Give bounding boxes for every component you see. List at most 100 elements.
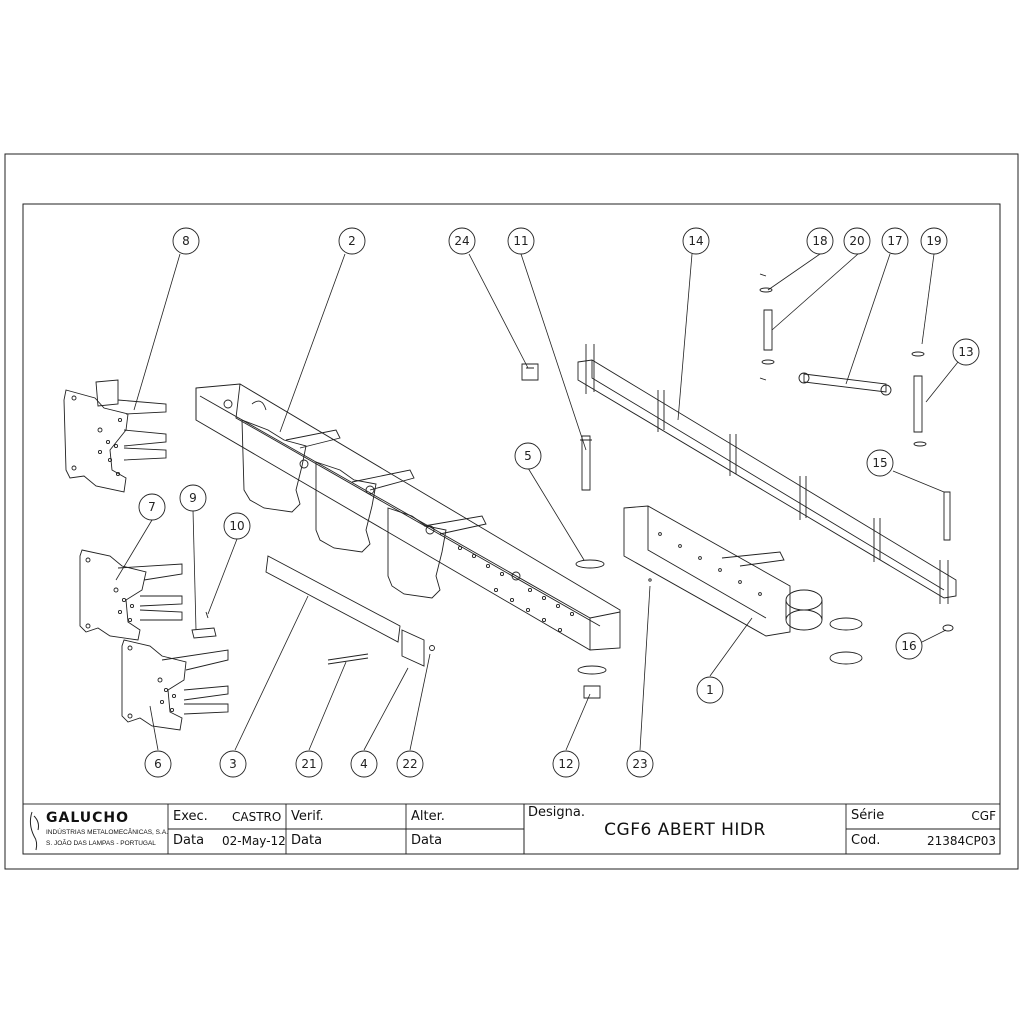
balloon-3-label: 3 [229,757,237,771]
part-18-washer [759,287,773,293]
balloon-2-label: 2 [348,234,356,248]
data-label-alter: Data [411,833,443,848]
balloon-18: 18 [806,227,834,255]
balloon-5: 5 [514,442,542,470]
balloon-22: 22 [396,750,424,778]
inner-frame [22,203,1001,855]
part-15-pin [943,491,951,541]
company-logo-icon [29,811,39,851]
balloon-16: 16 [895,632,923,660]
balloon-19: 19 [920,227,948,255]
balloon-13-label: 13 [958,345,973,359]
balloon-8-label: 8 [182,234,190,248]
part-9-plate [191,627,217,639]
company-sub-2: S. JOÃO DAS LAMPAS - PORTUGAL [46,840,156,847]
balloon-12-label: 12 [558,757,573,771]
balloon-23-label: 23 [632,757,647,771]
part-11-pin [580,435,592,491]
balloon-10-label: 10 [229,519,244,533]
balloon-15: 15 [866,449,894,477]
balloon-3: 3 [219,750,247,778]
balloon-6: 6 [144,750,172,778]
balloon-17-label: 17 [887,234,902,248]
cod-label: Cod. [851,833,881,848]
exec-label: Exec. [173,809,208,824]
balloon-17: 17 [881,227,909,255]
part-23-point [648,578,652,582]
part-8-bracket [63,379,167,493]
part-5-washer [575,559,605,569]
balloon-20: 20 [843,227,871,255]
data-label-verif: Data [291,833,323,848]
part-6-bracket [121,639,229,731]
data-label-exec: Data [173,833,205,848]
balloon-7-label: 7 [148,500,156,514]
part-13-pin [913,375,923,433]
serie-value: CGF [971,809,996,823]
serie-label: Série [851,808,885,823]
balloon-12: 12 [552,750,580,778]
designa-label: Designa. [528,805,585,820]
balloon-14-label: 14 [688,234,703,248]
balloon-8: 8 [172,227,200,255]
balloon-11: 11 [507,227,535,255]
balloon-22-label: 22 [402,757,417,771]
balloon-24: 24 [448,227,476,255]
balloon-20-label: 20 [849,234,864,248]
part-17-cylinder [798,372,892,396]
balloon-15-label: 15 [872,456,887,470]
balloon-7: 7 [138,493,166,521]
balloon-21-label: 21 [301,757,316,771]
part-22-nut [429,645,435,651]
balloon-21: 21 [295,750,323,778]
outer-frame [4,153,1019,870]
part-19-washer-b [913,441,927,447]
part-12-washer [577,665,607,675]
balloon-11-label: 11 [513,234,528,248]
part-18-washer-b [761,359,775,365]
balloon-9: 9 [179,484,207,512]
balloon-14: 14 [682,227,710,255]
washer-b [829,651,863,665]
washer-a [829,617,863,631]
balloon-1: 1 [696,676,724,704]
balloon-2: 2 [338,227,366,255]
company-name: GALUCHO [46,810,130,826]
balloon-9-label: 9 [189,491,197,505]
exec-value: CASTRO [232,810,282,824]
part-18-cotter [759,273,767,381]
balloon-16-label: 16 [901,639,916,653]
part-1-lower-beam [623,505,823,637]
alter-label: Alter. [411,809,445,824]
balloon-4-label: 4 [360,757,368,771]
part-16-nut [942,624,954,632]
cod-value: 21384CP03 [926,834,996,848]
part-4-plate [401,629,425,667]
part-7-bracket [79,549,183,641]
part-20-pin [763,309,773,351]
part-19-washer [911,351,925,357]
balloon-6-label: 6 [154,757,162,771]
verif-label: Verif. [291,809,324,824]
company-sub-1: INDÚSTRIAS METALOMECÂNICAS, S.A. [46,829,168,836]
balloon-10: 10 [223,512,251,540]
leader-lines [115,253,959,751]
balloon-1-label: 1 [706,683,714,697]
title-block [22,803,1001,855]
part-12-nut [583,685,601,699]
designation-title: CGF6 ABERT HIDR [604,820,766,840]
part-24-clip [521,363,539,381]
part-2-main-beam [195,383,621,651]
balloon-23: 23 [626,750,654,778]
balloons: 8 2 24 11 14 18 20 17 19 13 15 5 7 9 10 … [138,227,980,778]
balloon-24-label: 24 [454,234,469,248]
balloon-13: 13 [952,338,980,366]
balloon-18-label: 18 [812,234,827,248]
balloon-4: 4 [350,750,378,778]
part-14-upper-beam [577,344,957,604]
part-21-bolt [327,653,369,665]
balloon-5-label: 5 [524,449,532,463]
data-value: 02-May-12 [222,834,286,848]
balloon-19-label: 19 [926,234,941,248]
